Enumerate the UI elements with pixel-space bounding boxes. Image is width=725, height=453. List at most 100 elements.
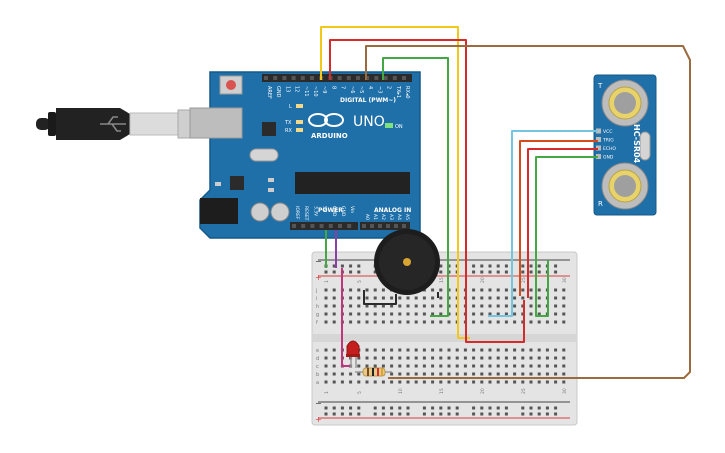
breadboard-hole (562, 288, 566, 292)
breadboard-hole (439, 348, 443, 352)
breadboard-hole (414, 364, 418, 368)
header-hole (301, 224, 306, 228)
breadboard-hole (554, 320, 558, 324)
breadboard-hole (504, 320, 508, 324)
breadboard-hole (439, 320, 443, 324)
piezo-buzzer[interactable] (374, 229, 440, 295)
breadboard-hole (496, 296, 500, 300)
digital-pin-label: ~6 (349, 86, 355, 93)
breadboard-hole (390, 356, 394, 360)
breadboard-hole (340, 380, 344, 384)
rail-hole (554, 412, 558, 416)
breadboard-hole (554, 296, 558, 300)
rail-hole (537, 412, 541, 416)
breadboard-hole (521, 364, 525, 368)
breadboard-hole (373, 312, 377, 316)
breadboard-hole (513, 304, 517, 308)
breadboard-hole (529, 372, 533, 376)
rail-hole (373, 412, 377, 416)
breadboard-hole (496, 304, 500, 308)
orange-wire (519, 140, 598, 296)
hc-sr04-sensor[interactable] (593, 74, 657, 216)
breadboard-hole (521, 312, 525, 316)
header-hole (337, 76, 342, 80)
analog-pin-label: A3 (388, 214, 394, 220)
sensor-name: HC-SR04 (632, 124, 641, 164)
header-hole (378, 224, 382, 228)
reset-button[interactable] (226, 80, 236, 90)
breadboard-hole (480, 372, 484, 376)
breadboard-hole (529, 296, 533, 300)
l-label: L (289, 104, 292, 110)
rail-hole (431, 412, 435, 416)
breadboard-hole (537, 320, 541, 324)
resistor[interactable] (355, 367, 392, 377)
rail-hole (340, 264, 344, 268)
header-hole (346, 76, 351, 80)
power-pin-label: RESET (303, 206, 309, 221)
breadboard-hole (365, 364, 369, 368)
rail-hole (422, 406, 426, 410)
breadboard-hole (472, 304, 476, 308)
breadboard-hole (406, 356, 410, 360)
arduino-uno-board[interactable] (189, 71, 421, 239)
breadboard-hole (381, 304, 385, 308)
breadboard-hole (422, 372, 426, 376)
rail-hole (349, 264, 353, 268)
breadboard-hole (447, 372, 451, 376)
breadboard-hole (562, 296, 566, 300)
header-hole (392, 76, 397, 80)
breadboard-hole (537, 288, 541, 292)
rail-hole (332, 270, 336, 274)
red-led[interactable] (346, 340, 360, 368)
breadboard-hole (537, 348, 541, 352)
breadboard-hole (324, 288, 328, 292)
breadboard-hole (373, 304, 377, 308)
rail-hole (554, 270, 558, 274)
breadboard-hole (357, 304, 361, 308)
breadboard-hole (447, 356, 451, 360)
breadboard-hole (545, 372, 549, 376)
column-number: 25 (521, 388, 527, 394)
breadboard-hole (537, 380, 541, 384)
digital-pin-label: AREF (266, 86, 272, 99)
sensor-crystal-icon (639, 131, 651, 161)
breadboard-hole (414, 304, 418, 308)
red-wire (329, 39, 525, 343)
magenta-wire (341, 268, 350, 367)
rail-hole (332, 406, 336, 410)
breadboard-hole (562, 364, 566, 368)
breadboard-hole (357, 288, 361, 292)
rail-hole (472, 264, 476, 268)
breadboard-hole (447, 348, 451, 352)
breadboard-hole (398, 304, 402, 308)
rail-hole (455, 412, 459, 416)
rail-hole (349, 406, 353, 410)
breadboard-hole (332, 380, 336, 384)
breadboard-hole (431, 356, 435, 360)
breadboard-hole (390, 372, 394, 376)
rail-hole (324, 412, 328, 416)
rail-hole (554, 264, 558, 268)
header-hole (356, 76, 360, 80)
header-hole (362, 224, 366, 228)
crystal-icon (249, 148, 279, 162)
breadboard-hole (324, 356, 328, 360)
breadboard-hole (554, 288, 558, 292)
breadboard-hole (431, 288, 435, 292)
breadboard-hole (390, 364, 394, 368)
column-number: 1 (324, 280, 330, 283)
rail-hole (537, 270, 541, 274)
breadboard-hole (406, 296, 410, 300)
rail-hole (349, 270, 353, 274)
power-pin-label: 3.3V (312, 206, 318, 217)
breadboard-hole (373, 364, 377, 368)
breadboard-hole (414, 320, 418, 324)
breadboard-hole (365, 348, 369, 352)
breadboard-hole (513, 380, 517, 384)
rail-hole (521, 270, 525, 274)
header-hole (338, 224, 342, 228)
rail-hole (398, 406, 402, 410)
